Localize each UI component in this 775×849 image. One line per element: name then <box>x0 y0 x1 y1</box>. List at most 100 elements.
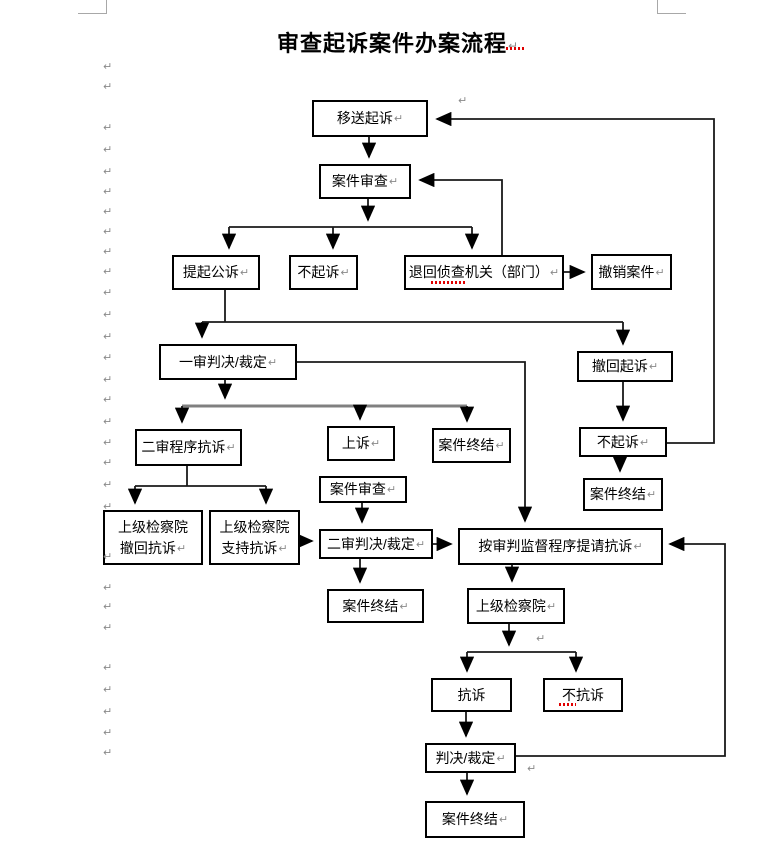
flow-node-tuihuizhencha[interactable]: 退回侦查机关（部门）↵ <box>404 255 564 290</box>
flow-node-label: 上级检察院 <box>219 519 290 536</box>
paragraph-mark-icon: ↵ <box>267 356 278 369</box>
flow-node-bukangsu[interactable]: 不抗诉 <box>543 678 623 712</box>
paragraph-mark-icon: ↵ <box>103 551 113 563</box>
flow-node-label: 上级检察院 <box>118 519 188 536</box>
flow-node-label: 不起诉 <box>297 264 340 281</box>
paragraph-mark-icon: ↵ <box>103 437 113 449</box>
paragraph-mark-icon: ↵ <box>527 763 537 775</box>
flow-node-label: 不起诉 <box>596 433 639 450</box>
text-boundary-corner-top-right-h <box>657 13 686 14</box>
paragraph-mark-icon: ↵ <box>239 267 250 280</box>
paragraph-mark-icon: ↵ <box>399 600 409 613</box>
paragraph-mark-icon: ↵ <box>103 122 113 134</box>
paragraph-mark-icon: ↵ <box>370 438 381 451</box>
flow-node-yishenpanjue[interactable]: 一审判决/裁定↵ <box>159 344 297 380</box>
flow-node-chexiaoanjian[interactable]: 撤销案件↵ <box>591 254 672 290</box>
flow-node-label: 移送起诉 <box>336 110 393 127</box>
paragraph-mark-icon: ↵ <box>103 662 113 674</box>
paragraph-mark-icon: ↵ <box>103 582 113 594</box>
paragraph-mark-icon: ↵ <box>393 113 404 126</box>
paragraph-mark-icon: ↵ <box>103 457 113 469</box>
paragraph-mark-icon: ↵ <box>103 352 113 364</box>
flow-node-yisongqisu[interactable]: 移送起诉↵ <box>312 100 428 137</box>
paragraph-mark-icon: ↵ <box>226 442 236 455</box>
flow-node-jiandukangsu[interactable]: 按审判监督程序提请抗诉↵ <box>458 528 663 565</box>
connector-buqisu2-to-yisong-feedback <box>435 111 715 444</box>
paragraph-mark-icon: ↵ <box>340 267 350 280</box>
flow-node-label: 二审判决/裁定 <box>326 535 415 552</box>
paragraph-mark-icon: ↵ <box>103 206 113 218</box>
paragraph-mark-icon: ↵ <box>103 309 113 321</box>
paragraph-mark-icon: ↵ <box>655 266 665 279</box>
flow-node-zhongjie4[interactable]: 案件终结↵ <box>425 801 525 838</box>
paragraph-mark-icon: ↵ <box>546 600 557 613</box>
flow-node-shangjijianchayuan[interactable]: 上级检察院↵ <box>467 588 565 624</box>
flow-node-zhongjie2[interactable]: 案件终结↵ <box>583 478 663 511</box>
flow-node-label: 判决/裁定 <box>435 749 496 766</box>
flow-node-label: 抗诉 <box>457 686 486 703</box>
paragraph-mark-icon: ↵ <box>386 484 397 497</box>
paragraph-mark-icon: ↵ <box>103 622 113 634</box>
text-boundary-corner-top-left-v <box>106 0 107 13</box>
flow-node-ershenkangsu[interactable]: 二审程序抗诉↵ <box>135 429 242 466</box>
flow-node-label: 撤回起诉 <box>591 358 648 375</box>
flow-node-label: 案件终结 <box>589 486 646 503</box>
flow-node-zhongjie1[interactable]: 案件终结↵ <box>432 428 511 463</box>
flow-node-label: 撤销案件 <box>598 263 655 280</box>
paragraph-mark-icon: ↵ <box>496 752 506 765</box>
paragraph-mark-icon: ↵ <box>103 394 113 406</box>
flow-node-zhichikangsu[interactable]: 上级检察院支持抗诉↵ <box>209 510 300 565</box>
flow-node-label: 案件终结 <box>441 811 498 828</box>
flow-node-label: 按审判监督程序提请抗诉 <box>478 538 633 555</box>
flow-node-buqisu2[interactable]: 不起诉↵ <box>579 427 667 457</box>
flow-node-tiqigongsu[interactable]: 提起公诉↵ <box>172 255 260 290</box>
paragraph-mark-icon: ↵ <box>103 684 113 696</box>
flow-node-buqisu1[interactable]: 不起诉↵ <box>289 255 358 290</box>
paragraph-mark-icon: ↵ <box>176 542 187 555</box>
connector-panjue-to-jiandu-feedback <box>516 536 726 757</box>
paragraph-mark-icon: ↵ <box>103 166 113 178</box>
paragraph-mark-icon: ↵ <box>103 186 113 198</box>
paragraph-mark-icon: ↵ <box>633 541 643 554</box>
flow-node-chehuikangsu[interactable]: 上级检察院撤回抗诉↵ <box>103 510 203 565</box>
paragraph-mark-icon: ↵ <box>498 814 509 827</box>
flow-node-zhongjie3[interactable]: 案件终结↵ <box>327 589 424 623</box>
connector-yishen-to-jiandu <box>297 361 533 523</box>
flow-node-label: 撤回抗诉 <box>119 539 176 556</box>
spellcheck-squiggle-bukangsu <box>559 703 576 706</box>
flow-node-ershenpanjue[interactable]: 二审判决/裁定↵ <box>319 529 433 559</box>
flow-node-label: 不抗诉 <box>562 686 604 703</box>
paragraph-mark-icon: ↵ <box>103 331 113 343</box>
spellcheck-squiggle-tuihui <box>431 281 465 284</box>
flow-node-label: 提起公诉 <box>182 264 239 281</box>
flow-node-label: 一审判决/裁定 <box>178 353 267 370</box>
flow-node-label: 支持抗诉 <box>221 539 278 556</box>
flow-node-anjianshencha1[interactable]: 案件审查↵ <box>319 164 411 199</box>
flow-node-label: 案件审查 <box>329 481 386 498</box>
paragraph-mark-icon: ↵ <box>103 144 113 156</box>
paragraph-mark-icon: ↵ <box>646 489 657 502</box>
paragraph-mark-icon: ↵ <box>103 706 113 718</box>
page-title-text: 审查起诉案件办案流程 <box>277 31 508 56</box>
paragraph-mark-icon: ↵ <box>458 95 468 107</box>
paragraph-mark-icon: ↵ <box>103 226 113 238</box>
text-boundary-corner-top-left-h <box>78 13 107 14</box>
flow-node-label: 上诉 <box>341 435 370 452</box>
flow-node-anjianshencha2[interactable]: 案件审查↵ <box>319 476 407 503</box>
flow-node-chehuiqisu[interactable]: 撤回起诉↵ <box>577 351 673 382</box>
flow-node-kangsu[interactable]: 抗诉 <box>431 678 512 712</box>
flow-node-label: 二审程序抗诉 <box>141 439 226 456</box>
page-title: 审查起诉案件办案流程↵ <box>277 26 518 58</box>
paragraph-mark-icon: ↵ <box>648 361 659 374</box>
paragraph-mark-icon: ↵ <box>103 601 113 613</box>
flow-node-panjuecaiding[interactable]: 判决/裁定↵ <box>425 743 516 773</box>
paragraph-mark-icon: ↵ <box>103 374 113 386</box>
text-boundary-corner-top-right-v <box>657 0 658 13</box>
flow-node-label: 案件审查 <box>331 173 388 190</box>
paragraph-mark-icon: ↵ <box>103 416 113 428</box>
flow-node-shangsu[interactable]: 上诉↵ <box>327 426 395 461</box>
paragraph-mark-icon: ↵ <box>103 246 113 258</box>
paragraph-mark-icon: ↵ <box>536 633 546 645</box>
